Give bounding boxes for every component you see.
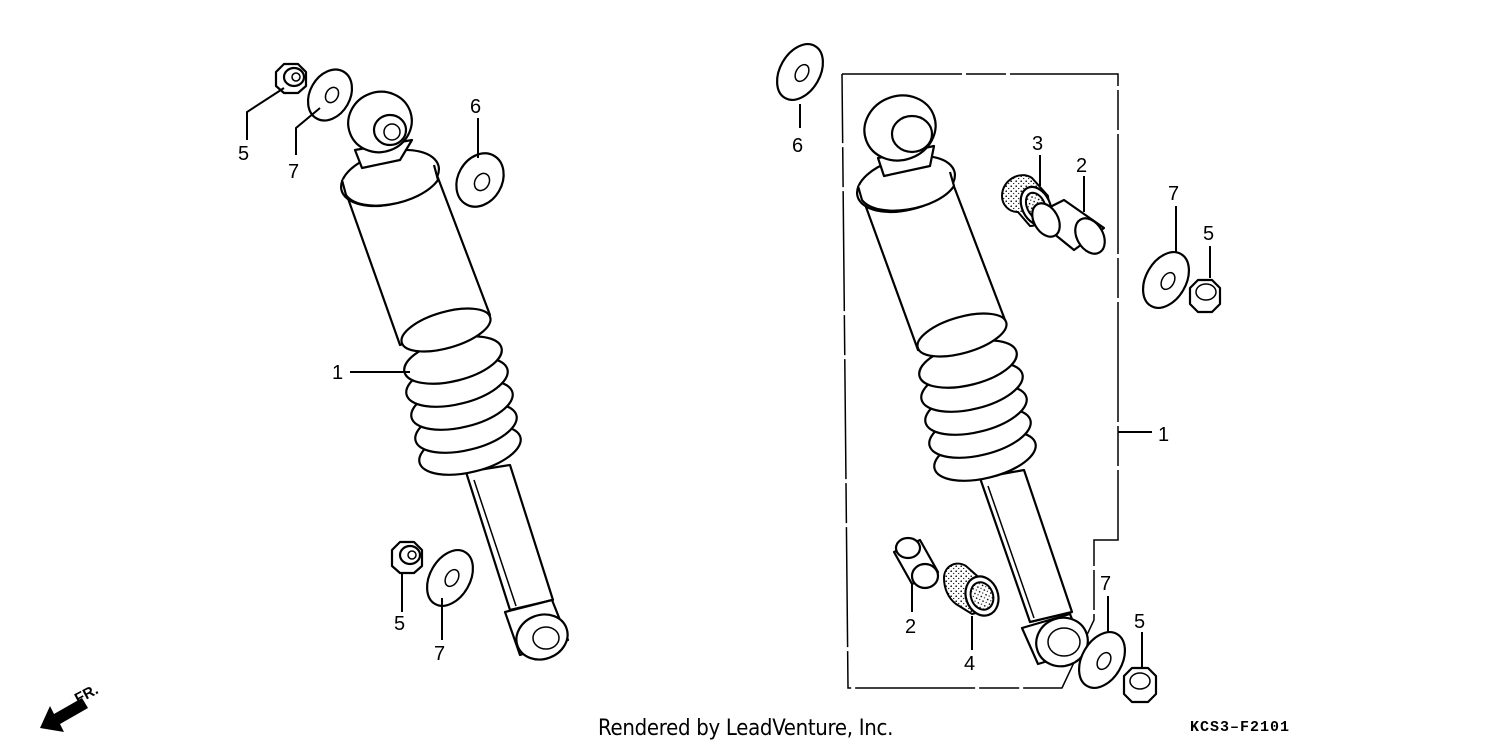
callout-right-3: 3 bbox=[1032, 133, 1043, 155]
left-washer-bottom-icon bbox=[425, 549, 475, 607]
right-leader-lines bbox=[799, 104, 1211, 668]
callout-left-6: 6 bbox=[470, 96, 481, 118]
front-direction-arrow-icon: FR. bbox=[40, 681, 101, 732]
left-spring bbox=[403, 335, 522, 476]
callout-left-7-bottom: 7 bbox=[434, 643, 445, 665]
callout-right-5-top: 5 bbox=[1203, 223, 1214, 245]
callout-right-7-top: 7 bbox=[1168, 183, 1179, 205]
left-nut-bottom-icon bbox=[390, 540, 424, 575]
callout-right-7-bottom: 7 bbox=[1100, 573, 1111, 595]
right-collar-2-top-icon bbox=[1030, 198, 1106, 255]
right-shock-absorber bbox=[855, 94, 1089, 668]
callout-left-1: 1 bbox=[332, 362, 343, 384]
callout-right-2-bottom: 2 bbox=[905, 616, 916, 638]
right-bushing-4-icon bbox=[942, 562, 1000, 617]
callout-left-5-bottom: 5 bbox=[394, 613, 405, 635]
left-shock-absorber bbox=[339, 90, 570, 661]
callout-right-1: 1 bbox=[1158, 424, 1169, 446]
assembly-bracket-line bbox=[841, 73, 1119, 689]
right-washer-7-top-icon bbox=[1141, 251, 1191, 309]
right-nut-5-top-icon bbox=[1188, 278, 1222, 314]
callout-left-5-top: 5 bbox=[238, 143, 249, 165]
callout-right-5-bottom: 5 bbox=[1134, 611, 1145, 633]
right-washer-7-bottom-icon bbox=[1077, 631, 1127, 689]
callout-left-7-top: 7 bbox=[288, 161, 299, 183]
right-nut-5-bottom-icon bbox=[1122, 666, 1158, 704]
left-nut-top-icon bbox=[274, 62, 308, 95]
right-collar-2-bottom-icon bbox=[892, 536, 940, 590]
callout-right-4: 4 bbox=[964, 653, 975, 675]
diagram-code: KCS3–F2101 bbox=[1190, 719, 1291, 736]
right-washer-6-icon bbox=[775, 43, 825, 101]
left-leader-lines bbox=[246, 87, 479, 640]
left-washer-6-icon bbox=[455, 152, 505, 208]
callout-right-6: 6 bbox=[792, 135, 803, 157]
callout-right-2-top: 2 bbox=[1076, 155, 1087, 177]
credit-text: Rendered by LeadVenture, Inc. bbox=[598, 716, 894, 741]
